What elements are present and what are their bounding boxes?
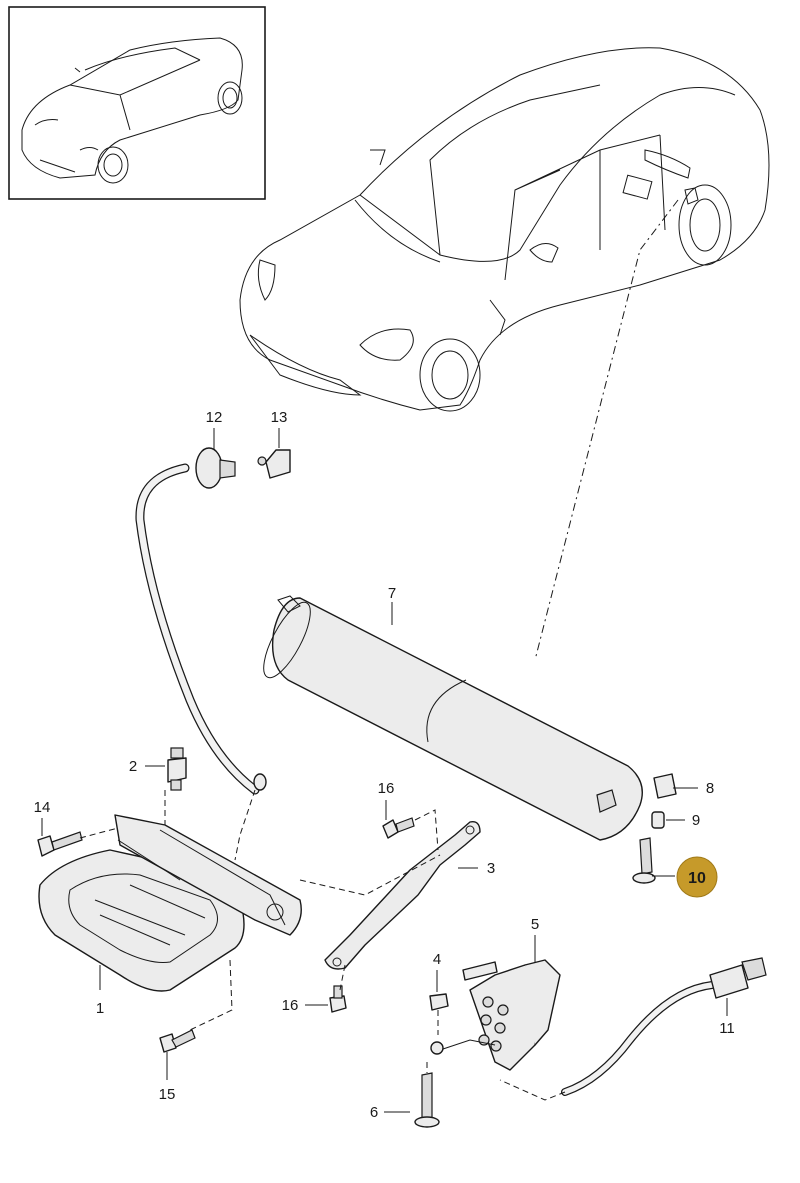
part-1-carrier	[38, 814, 302, 992]
leader-lines	[41, 428, 728, 1113]
label-15: 15	[159, 1086, 176, 1103]
label-10: 10	[688, 870, 706, 887]
label-16-upper: 16	[378, 780, 395, 797]
label-2: 2	[129, 758, 137, 775]
label-13: 13	[271, 409, 288, 426]
part-6-bolt	[414, 1072, 440, 1128]
label-7: 7	[388, 585, 396, 602]
part-11-tube	[561, 957, 767, 1096]
assembly-lines-bottom	[189, 959, 566, 1101]
label-9: 9	[692, 812, 700, 829]
label-6: 6	[370, 1104, 378, 1121]
part-4-fitting	[429, 993, 449, 1011]
vehicle-outline	[239, 47, 770, 412]
assembly-lines-left	[79, 789, 256, 861]
part-16-bolt-lower	[329, 985, 347, 1013]
label-8: 8	[706, 780, 714, 797]
label-1: 1	[96, 1000, 104, 1017]
part-9-sleeve	[651, 811, 665, 829]
part-7-tank	[263, 595, 643, 841]
label-16-lower: 16	[282, 997, 299, 1014]
label-12: 12	[206, 409, 223, 426]
part-labels: 12 13 7 2 14 16 8 9 3 1 4 5 16 15 11 6	[34, 409, 735, 1121]
location-leader	[534, 199, 679, 661]
part-10-bolt	[632, 837, 656, 884]
label-4: 4	[433, 951, 441, 968]
part-13-clip	[257, 449, 291, 479]
part-16-bolt-upper	[382, 817, 415, 839]
label-5: 5	[531, 916, 539, 933]
label-11: 11	[719, 1020, 735, 1037]
part-14-bolt	[37, 831, 83, 857]
part-2-valve	[167, 747, 187, 791]
part-5-bracket	[430, 959, 561, 1071]
part-15-bolt	[159, 1029, 196, 1053]
vehicle-thumbnail	[8, 6, 266, 200]
highlight-badge-10[interactable]: 10	[676, 856, 718, 898]
label-3: 3	[487, 860, 495, 877]
part-3-bracket	[324, 821, 481, 970]
label-14: 14	[34, 799, 51, 816]
part-8-grommet	[653, 773, 677, 799]
assembly-lines-center	[299, 809, 441, 991]
part-12-hose	[135, 447, 267, 795]
